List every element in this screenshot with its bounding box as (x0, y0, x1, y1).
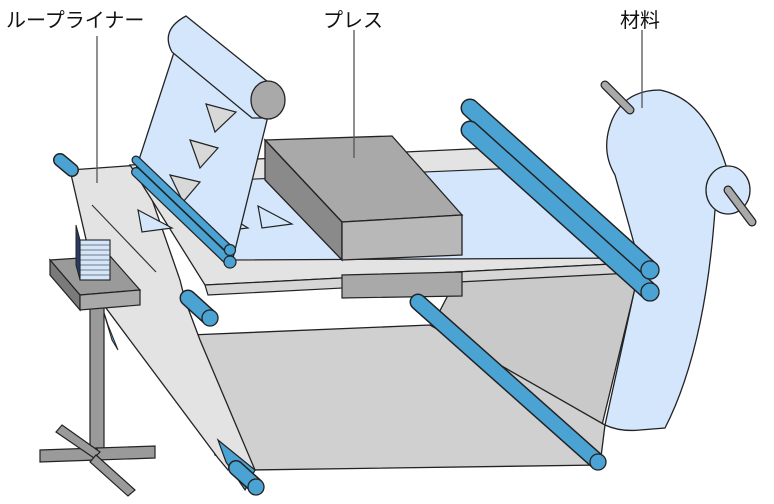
roller-lower-fill (411, 295, 605, 469)
liner-roller-2-end (223, 243, 237, 257)
stand-pole (89, 304, 105, 454)
press-front-face (341, 214, 463, 261)
product-stack-side (75, 224, 81, 281)
roller-upper-2-fill (462, 122, 658, 300)
label-loop-liner: ループライナー (6, 8, 144, 32)
liner-triangle (205, 103, 238, 134)
liner-roller-fill (132, 168, 234, 266)
roller-bottom-end (247, 478, 265, 496)
roller-upper-2-end (640, 282, 660, 302)
material-axle-fill (601, 81, 634, 114)
stand-foot (89, 454, 136, 497)
roller-upper-end (640, 260, 660, 280)
liner-triangle (189, 139, 220, 170)
liner-roller-end (223, 255, 237, 269)
roller-left-end (201, 309, 219, 327)
stand-tray-front (79, 289, 141, 311)
label-material: 材料 (620, 8, 660, 32)
product-stack-lines (80, 244, 110, 276)
stand-foot (96, 445, 156, 461)
frame-cut-line (91, 204, 157, 273)
frame-blue-strip-left (99, 299, 119, 351)
cut-triangle (137, 208, 174, 233)
press-lower-block (341, 271, 463, 299)
liner-roller-2-fill (132, 156, 234, 254)
roller-lower-end (589, 453, 607, 471)
material-axle-right-fill (724, 186, 756, 226)
liner-triangle (168, 174, 202, 204)
cut-triangle (257, 204, 294, 229)
label-press: プレス (323, 8, 383, 32)
roller-stub-fill (54, 154, 78, 176)
loop-liner-roll-end (250, 80, 286, 120)
roller-upper-fill (462, 100, 658, 278)
